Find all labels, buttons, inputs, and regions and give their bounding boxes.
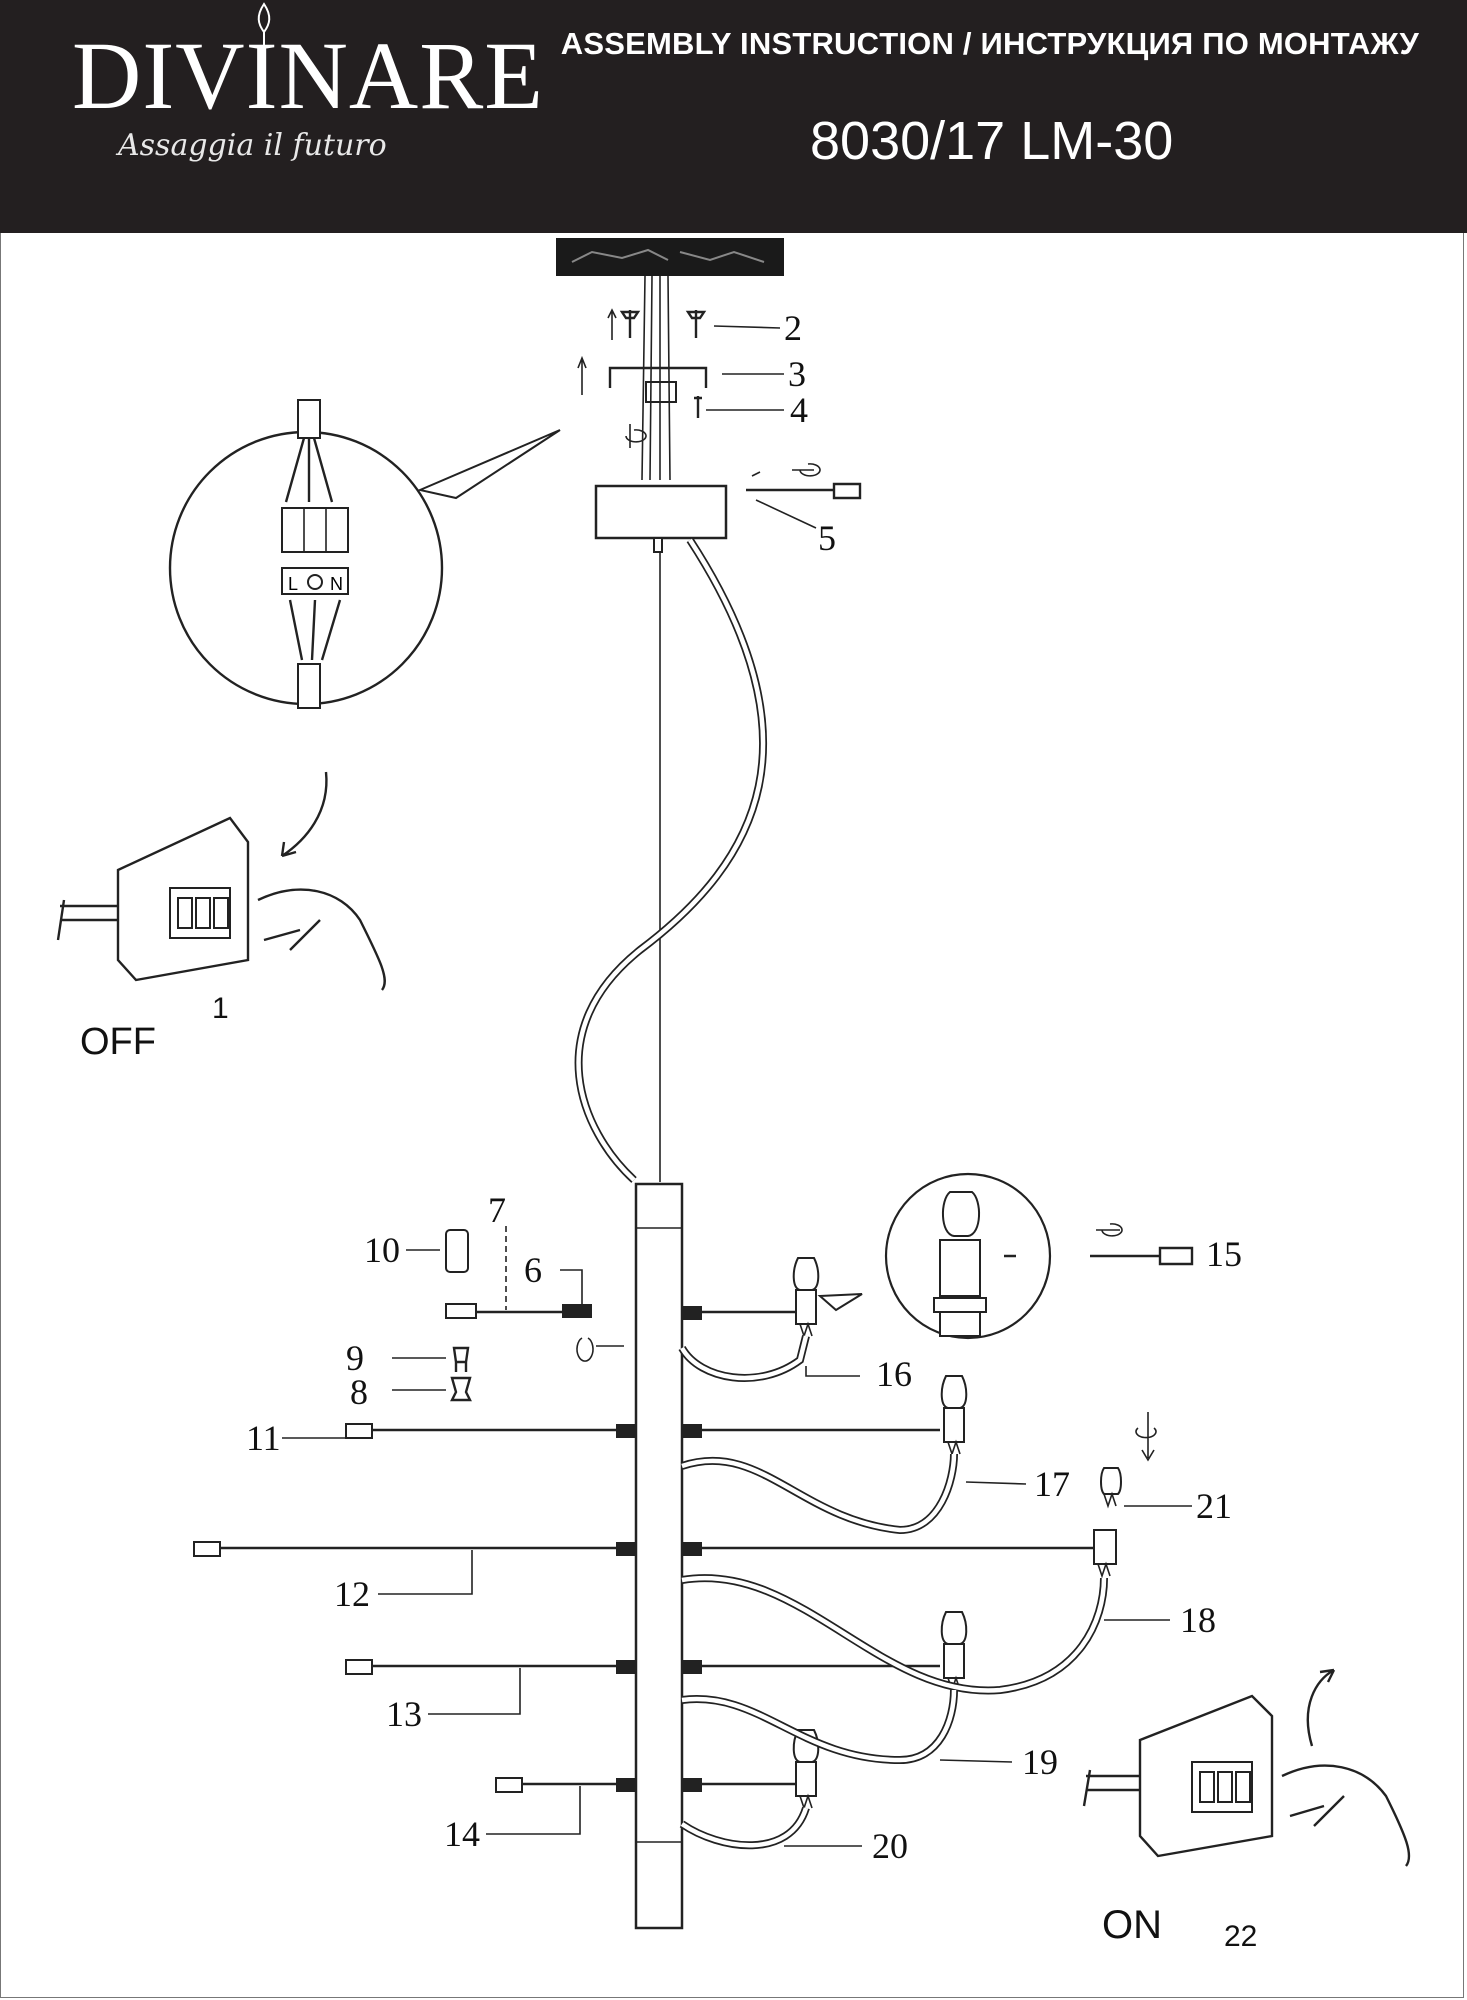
canopy: [594, 484, 728, 540]
terminal-neutral-label: N: [330, 574, 343, 594]
ceiling: [556, 238, 784, 276]
step-22-label: 22: [1224, 1920, 1257, 1953]
rotate-icon: [576, 1337, 624, 1362]
arrow-icon: [1306, 1668, 1336, 1747]
brand-logo: DIVINARE: [72, 22, 544, 129]
wire-connector: [445, 1303, 477, 1319]
supply-wires: [641, 275, 671, 481]
bulb-icon: [940, 1611, 968, 1693]
callout-20: 20: [872, 1826, 908, 1866]
callout-14: 14: [444, 1814, 480, 1854]
wall-switch-icon: [1082, 1694, 1274, 1858]
callout-8: 8: [350, 1372, 368, 1412]
callout-21: 21: [1196, 1486, 1232, 1526]
rotate-icon: [625, 424, 647, 448]
left-arms: [193, 1423, 636, 1793]
hand-icon: [1281, 1764, 1411, 1867]
right-arms: [682, 1306, 1094, 1792]
callout-7: 7: [488, 1190, 506, 1230]
wall-switch-icon: [56, 816, 250, 982]
hand-icon: [257, 888, 386, 991]
step-1-label: 1: [212, 992, 229, 1025]
callout-18: 18: [1180, 1600, 1216, 1640]
terminal-live-label: L: [288, 574, 298, 594]
lamp-cables: [678, 1335, 1108, 1850]
brand-tagline: Assaggia il futuro: [118, 128, 387, 163]
screwdriver-icon: [746, 463, 862, 500]
callout-2: 2: [784, 308, 802, 348]
callout-17: 17: [1034, 1464, 1070, 1504]
screwdriver-icon: [1004, 1223, 1194, 1266]
arrow-icon: [280, 771, 328, 858]
document-title: ASSEMBLY INSTRUCTION / ИНСТРУКЦИЯ ПО МОН…: [560, 26, 1419, 61]
terminal-detail: L N: [168, 399, 561, 709]
callout-5: 5: [818, 518, 836, 558]
ground-icon: [307, 574, 323, 590]
bulb-icon: [792, 1257, 820, 1339]
callout-9: 9: [346, 1338, 364, 1378]
model-number: 8030/17 LM-30: [810, 111, 1174, 171]
bulb-cover-part: [445, 1229, 469, 1273]
bulb-icon: [1100, 1412, 1157, 1509]
mounting-bracket: [577, 355, 708, 403]
off-label: OFF: [80, 1021, 156, 1063]
bulb-icon: [1093, 1529, 1117, 1579]
callout-13: 13: [386, 1694, 422, 1734]
flame-icon: [257, 2, 271, 46]
callout-12: 12: [334, 1574, 370, 1614]
bulb-detail: [817, 1172, 1052, 1340]
callout-3: 3: [788, 354, 806, 394]
callout-10: 10: [364, 1230, 400, 1270]
callout-16: 16: [876, 1354, 912, 1394]
power-cable: [574, 537, 768, 1183]
callout-15: 15: [1206, 1234, 1242, 1274]
header-bar: DIVINARE Assaggia il futuro ASSEMBLY INS…: [0, 0, 1467, 233]
callout-19: 19: [1022, 1742, 1058, 1782]
nut-icon: [450, 1376, 472, 1402]
screw-icon: [452, 1346, 470, 1372]
screw-icon: [607, 308, 707, 340]
central-rod: [634, 1182, 684, 1930]
callout-11: 11: [246, 1418, 281, 1458]
on-label: ON: [1102, 1903, 1162, 1947]
diagram-frame: [0, 233, 1464, 1998]
callout-6: 6: [524, 1250, 542, 1290]
bulb-icon: [940, 1375, 968, 1457]
callout-4: 4: [790, 390, 808, 430]
screw-icon: [694, 396, 702, 418]
